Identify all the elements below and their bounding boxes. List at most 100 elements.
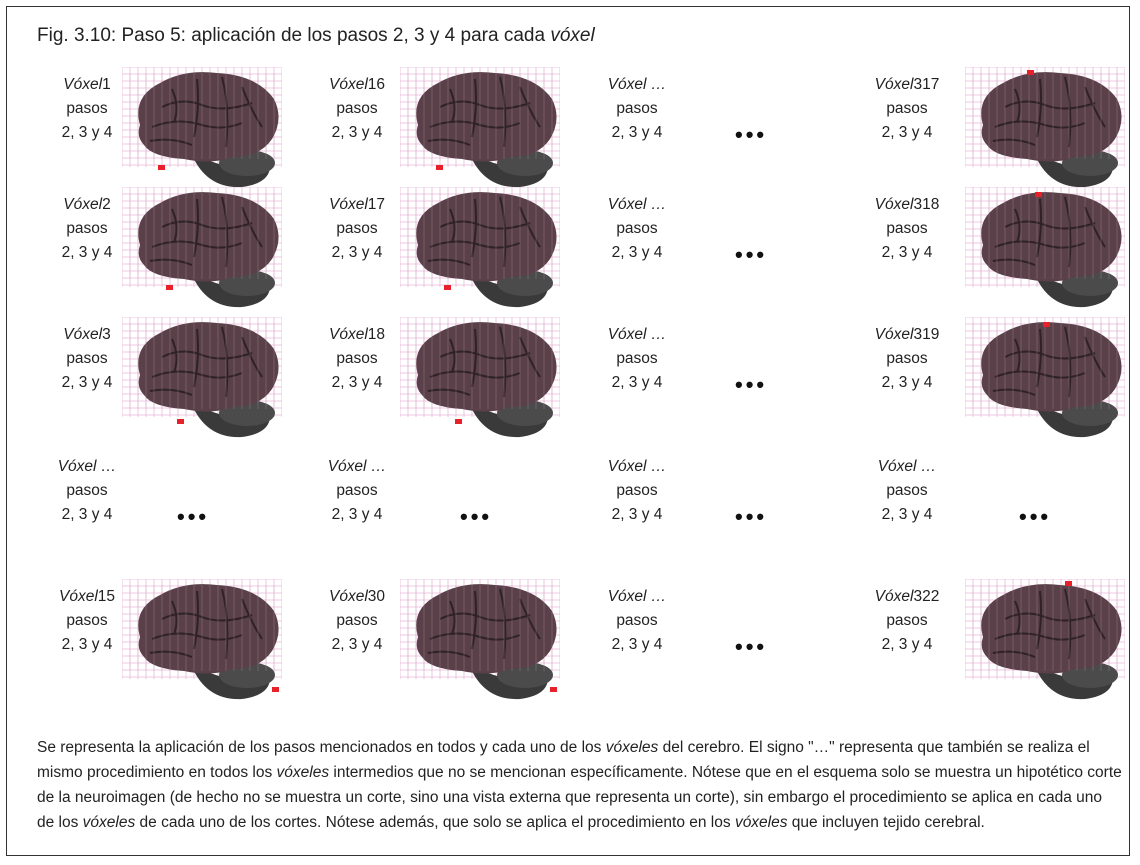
voxel-marker: [1035, 192, 1042, 197]
voxel-word: Vóxel: [328, 326, 368, 343]
sulcus-line: [519, 598, 541, 640]
sulcus-line: [221, 196, 229, 268]
steps-label: pasos: [66, 100, 108, 117]
voxel-word: Vóxel: [63, 326, 103, 343]
voxel-word: Vóxel …: [607, 196, 667, 213]
sulcus-line: [471, 328, 477, 388]
steps-label: pasos: [616, 612, 658, 629]
steps-numbers: 2, 3 y 4: [61, 636, 113, 653]
brain-panel: [965, 317, 1125, 441]
steps-label: pasos: [66, 220, 108, 237]
voxel-number: 17: [367, 196, 386, 213]
cerebrum-shape: [416, 192, 557, 282]
steps-label: pasos: [336, 482, 378, 499]
sulcus-line: [1036, 590, 1042, 650]
sulcus-line: [471, 78, 477, 138]
voxel-number: 317: [913, 76, 940, 93]
sulcus-line: [221, 588, 229, 660]
steps-label: pasos: [336, 220, 378, 237]
voxel-word: Vóxel: [328, 588, 368, 605]
brain-panel: [122, 579, 282, 703]
ellipsis-dots: •••: [735, 122, 768, 147]
sulcus-line: [427, 388, 471, 396]
steps-label: pasos: [616, 100, 658, 117]
cerebrum-shape: [416, 584, 557, 674]
sulcus-line: [221, 326, 229, 398]
sulcus-line: [1036, 328, 1042, 388]
sulcus-line: [499, 76, 507, 148]
ellipsis-dots: •••: [735, 242, 768, 267]
voxel-word: Vóxel: [328, 76, 368, 93]
cerebrum-shape: [138, 584, 279, 674]
sulcus-line: [241, 206, 263, 248]
caption-text: del cerebro. El signo "…" representa que…: [37, 739, 1090, 781]
voxel-number: 2: [102, 196, 111, 213]
voxel-word: Vóxel: [63, 76, 103, 93]
sulcus-line: [1014, 338, 1021, 373]
steps-label: pasos: [886, 220, 928, 237]
sulcus-line: [499, 196, 507, 268]
sulcus-line: [992, 388, 1036, 396]
steps-numbers: 2, 3 y 4: [611, 506, 663, 523]
steps-numbers: 2, 3 y 4: [611, 374, 663, 391]
sulcus-line: [471, 590, 477, 650]
steps-numbers: 2, 3 y 4: [881, 244, 933, 261]
brain-illustration: [122, 67, 282, 188]
sulcus-line: [149, 650, 193, 658]
sulcus-line: [519, 206, 541, 248]
cerebrum-shape: [981, 584, 1122, 674]
steps-label: pasos: [66, 482, 108, 499]
voxel-marker: [550, 687, 557, 692]
cerebrum-shape: [138, 192, 279, 282]
sulcus-line: [193, 78, 199, 138]
brain-illustration: [965, 579, 1125, 700]
sulcus-line: [1084, 598, 1106, 640]
voxel-word: Vóxel: [874, 76, 914, 93]
brain-panel: [122, 67, 282, 191]
voxel-marker: [444, 285, 451, 290]
caption-emphasis: vóxeles: [605, 739, 659, 756]
brain-illustration: [400, 67, 560, 188]
caption-emphasis: vóxeles: [276, 764, 330, 781]
sulcus-line: [171, 88, 178, 123]
sulcus-line: [449, 338, 456, 373]
steps-numbers: 2, 3 y 4: [61, 506, 113, 523]
voxel-marker: [158, 165, 165, 170]
brain-panel: [122, 187, 282, 311]
voxel-marker: [272, 687, 279, 692]
steps-numbers: 2, 3 y 4: [331, 506, 383, 523]
brain-illustration: [400, 187, 560, 308]
brain-illustration: [122, 579, 282, 700]
brain-illustration: [400, 317, 560, 438]
steps-numbers: 2, 3 y 4: [331, 374, 383, 391]
brain-panel: [400, 317, 560, 441]
figure-frame: Fig. 3.10: Paso 5: aplicación de los pas…: [6, 6, 1130, 856]
voxel-word: Vóxel: [874, 326, 914, 343]
caption-text: Se representa la aplicación de los pasos…: [37, 739, 606, 756]
steps-numbers: 2, 3 y 4: [881, 636, 933, 653]
sulcus-line: [427, 258, 471, 266]
steps-label: pasos: [616, 220, 658, 237]
steps-label: pasos: [336, 100, 378, 117]
voxel-word: Vóxel: [328, 196, 368, 213]
steps-numbers: 2, 3 y 4: [611, 124, 663, 141]
sulcus-line: [449, 600, 456, 635]
title-emphasis: vóxel: [550, 25, 595, 46]
steps-label: pasos: [886, 350, 928, 367]
sulcus-line: [149, 388, 193, 396]
brain-panel: [400, 67, 560, 191]
caption-emphasis: vóxeles: [82, 814, 136, 831]
brain-illustration: [965, 187, 1125, 308]
voxel-number: 322: [913, 588, 940, 605]
voxel-word: Vóxel: [58, 588, 98, 605]
steps-label: pasos: [616, 350, 658, 367]
steps-numbers: 2, 3 y 4: [61, 124, 113, 141]
figure-title: Fig. 3.10: Paso 5: aplicación de los pas…: [37, 25, 595, 47]
